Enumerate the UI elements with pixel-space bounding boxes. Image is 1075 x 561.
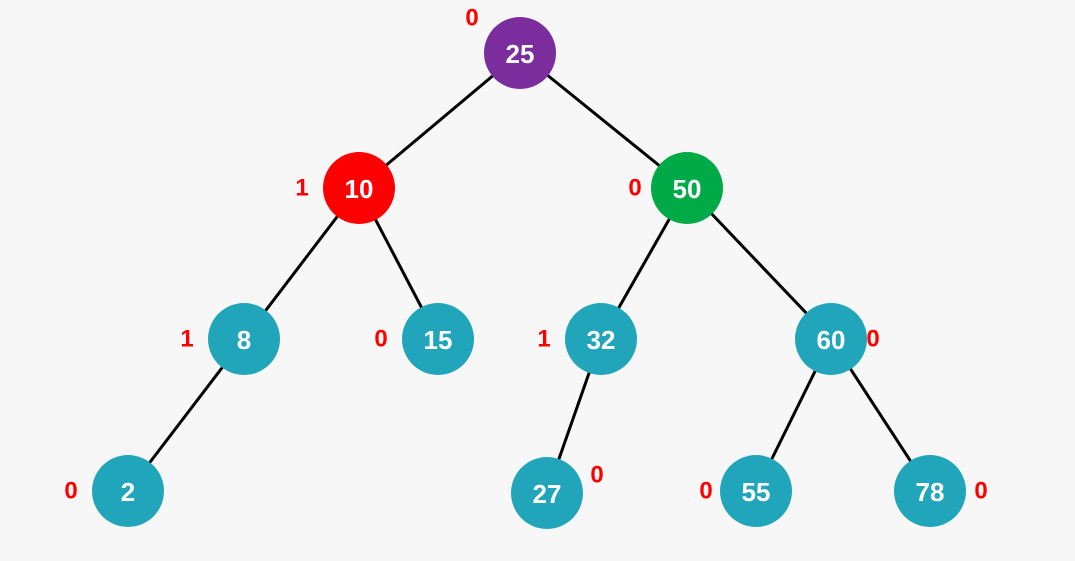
node-value: 25 (506, 39, 535, 69)
node-circle (92, 455, 164, 527)
balance-factor-27: 0 (590, 462, 603, 489)
node-value: 60 (817, 325, 846, 355)
node-value: 32 (587, 325, 616, 355)
node-value: 10 (345, 174, 374, 204)
tree-node-60: 60 (795, 303, 867, 375)
balance-factor-32: 1 (537, 326, 550, 353)
balance-factor-55: 0 (699, 478, 712, 505)
tree-node-78: 78 (894, 455, 966, 527)
node-value: 8 (237, 325, 251, 355)
node-value: 50 (673, 174, 702, 204)
tree-node-2: 2 (92, 455, 164, 527)
balance-factor-50: 0 (628, 175, 641, 202)
node-circle (894, 455, 966, 527)
node-circle (402, 303, 474, 375)
tree-node-8: 8 (208, 303, 280, 375)
balance-factor-10: 1 (295, 175, 308, 202)
node-circle (484, 17, 556, 89)
balance-factor-2: 0 (64, 478, 77, 505)
node-circle (795, 303, 867, 375)
balance-factor-25: 0 (465, 5, 478, 32)
balance-factor-15: 0 (374, 326, 387, 353)
node-value: 27 (533, 479, 562, 509)
tree-node-50: 50 (651, 152, 723, 224)
balance-factor-78: 0 (974, 478, 987, 505)
tree-node-15: 15 (402, 303, 474, 375)
node-circle (323, 152, 395, 224)
balance-factor-8: 1 (180, 326, 193, 353)
tree-node-25: 25 (484, 17, 556, 89)
tree-node-32: 32 (565, 303, 637, 375)
node-circle (565, 303, 637, 375)
node-value: 15 (424, 325, 453, 355)
node-value: 55 (742, 477, 771, 507)
node-circle (208, 303, 280, 375)
node-circle (651, 152, 723, 224)
node-value: 78 (916, 477, 945, 507)
node-circle (720, 455, 792, 527)
balance-factor-60: 0 (866, 326, 879, 353)
tree-node-55: 55 (720, 455, 792, 527)
node-circle (511, 457, 583, 529)
tree-edges (126, 51, 932, 494)
tree-node-10: 10 (323, 152, 395, 224)
tree-node-27: 27 (511, 457, 583, 529)
node-value: 2 (121, 477, 135, 507)
